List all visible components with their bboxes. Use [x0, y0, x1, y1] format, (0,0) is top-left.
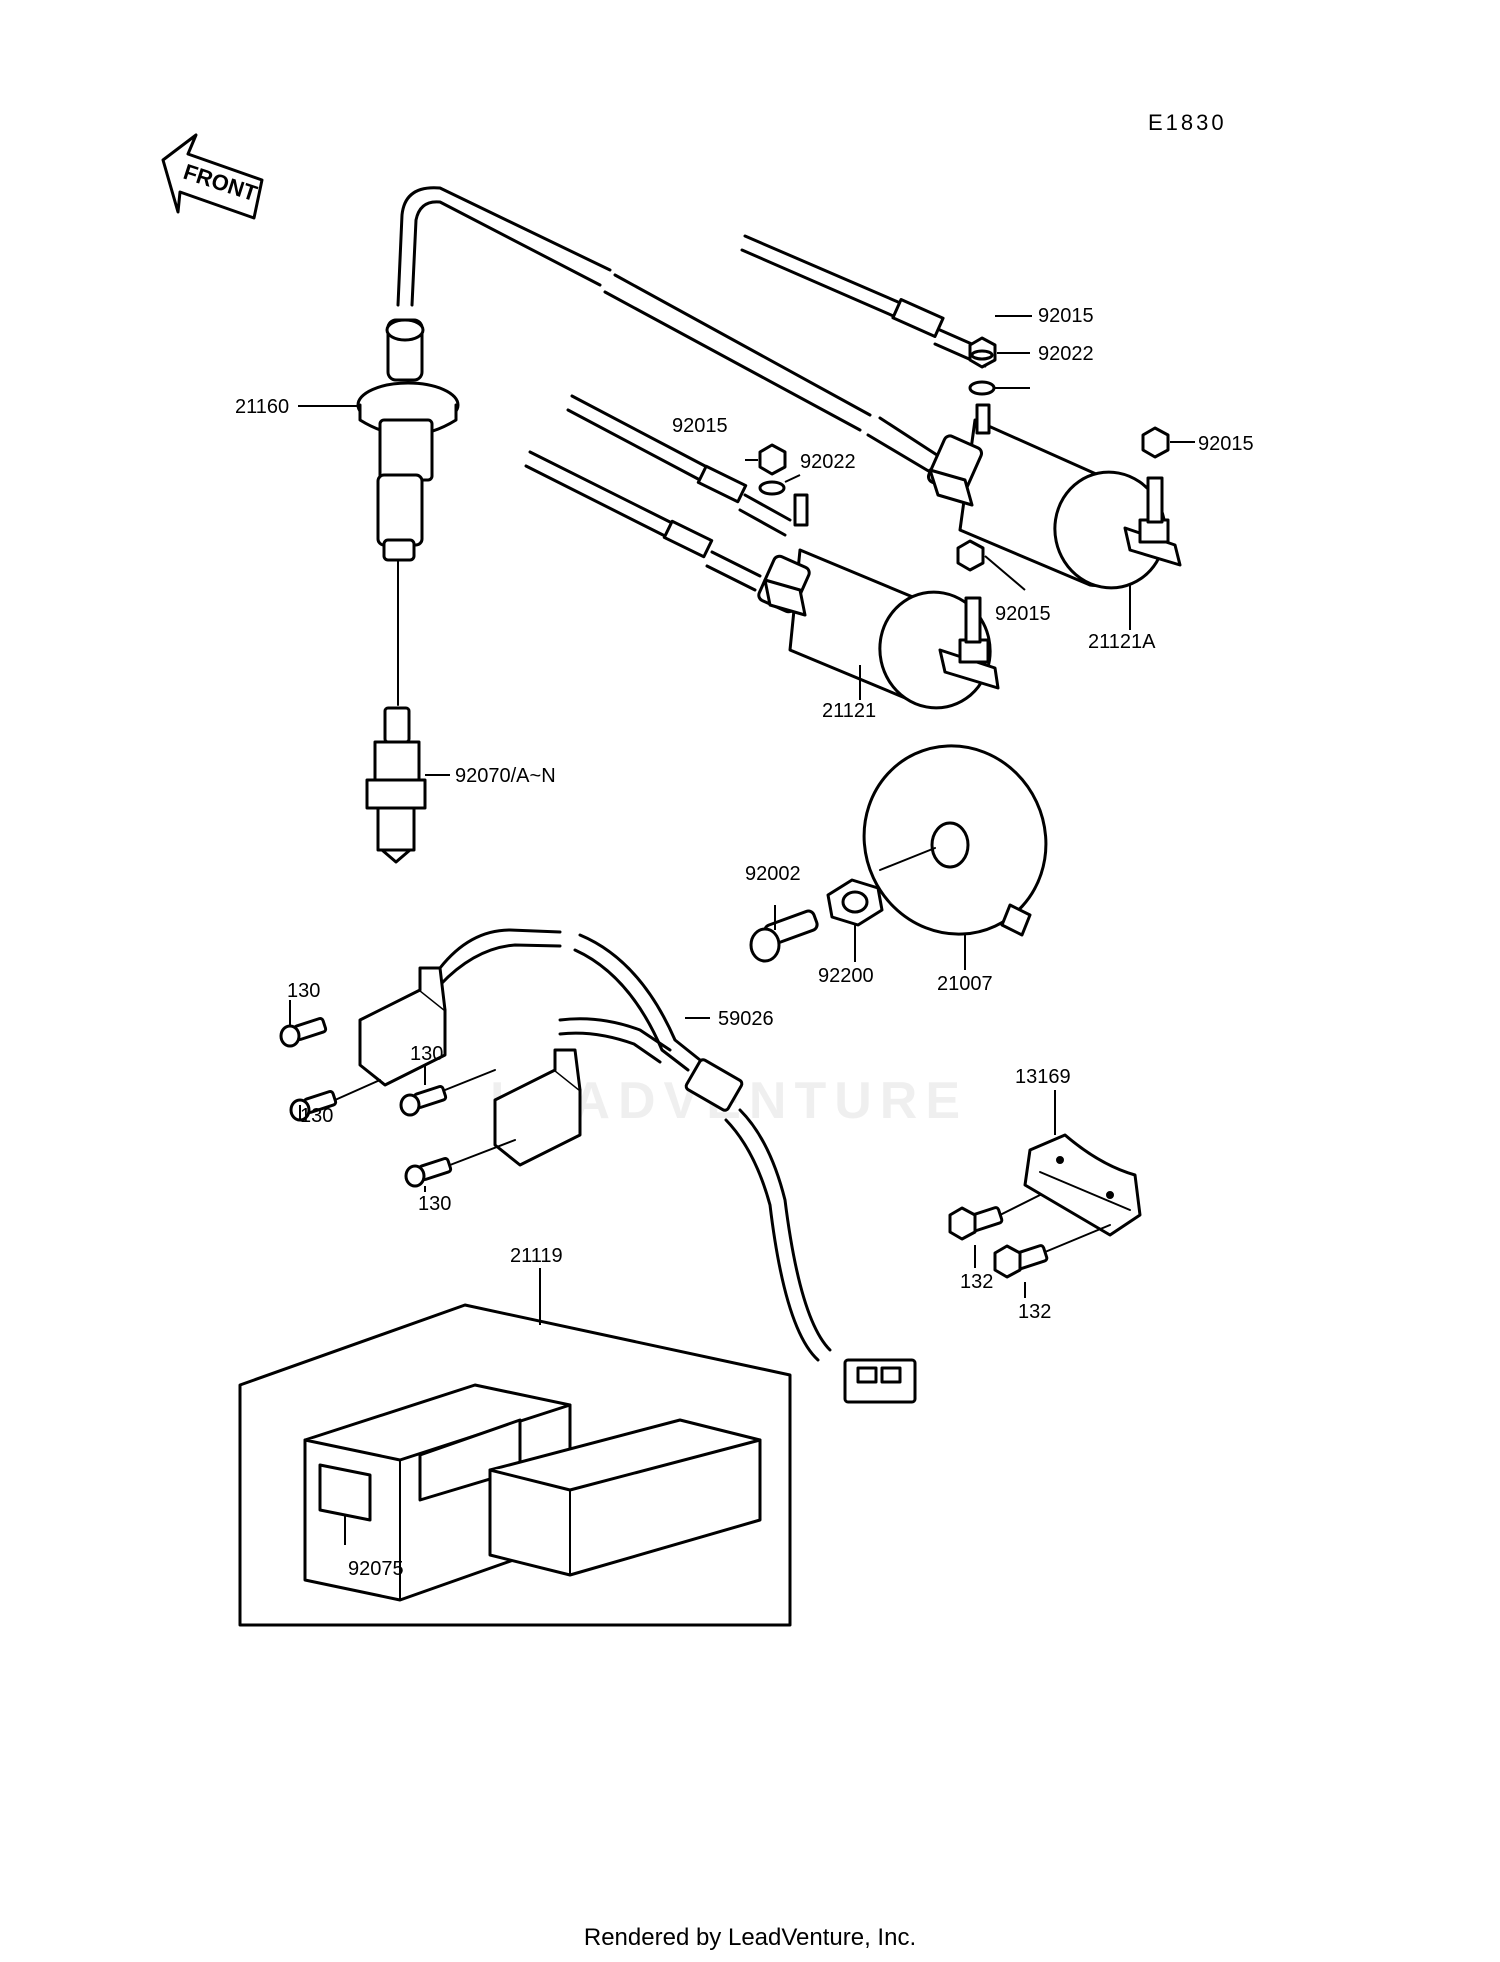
- label-92015-right: 92015: [1198, 433, 1254, 455]
- pickup-coil-harness: [279, 928, 917, 1404]
- label-92075: 92075: [348, 1558, 404, 1580]
- timing-rotor-assembly: [749, 744, 1048, 970]
- label-130-a: 130: [287, 980, 320, 1002]
- label-21121: 21121: [822, 700, 876, 722]
- label-92015-top: 92015: [1038, 305, 1094, 327]
- ignition-coil-21121a: [926, 418, 1182, 630]
- label-13169: 13169: [1015, 1066, 1071, 1088]
- high-tension-lead: [396, 186, 962, 487]
- label-92002: 92002: [745, 863, 801, 885]
- label-59026: 59026: [718, 1008, 774, 1030]
- coil-wires-lower: [524, 394, 792, 592]
- bracket-assembly: [948, 1090, 1142, 1298]
- label-21119: 21119: [510, 1245, 563, 1267]
- label-21121a: 21121A: [1088, 631, 1156, 653]
- coil-wires-upper: [740, 234, 992, 368]
- label-132-b: 132: [1018, 1301, 1051, 1323]
- label-92070: 92070/A~N: [455, 765, 556, 787]
- label-92200: 92200: [818, 965, 874, 987]
- label-21160: 21160: [235, 396, 289, 418]
- ignition-coil-21121: [757, 548, 1000, 710]
- label-21007: 21007: [937, 973, 993, 995]
- spark-plug-cap: [356, 318, 460, 706]
- front-arrow-icon: FRONT: [161, 133, 264, 220]
- label-130-c: 130: [410, 1043, 443, 1065]
- label-130-b: 130: [300, 1105, 333, 1127]
- label-130-d: 130: [418, 1193, 451, 1215]
- coil-hardware: [745, 336, 1195, 591]
- part-labels: 21160 92070/A~N 92015 92022 92015 92015 …: [235, 305, 1254, 1580]
- label-92015-left: 92015: [672, 415, 728, 437]
- label-132-a: 132: [960, 1271, 993, 1293]
- label-92022-left: 92022: [800, 451, 856, 473]
- label-92015-mid: 92015: [995, 603, 1051, 625]
- igniter-kit: [238, 1268, 792, 1627]
- footer-credit: Rendered by LeadVenture, Inc.: [583, 1924, 917, 1951]
- diagram-code: E1830: [1148, 110, 1227, 135]
- spark-plug: [365, 706, 427, 864]
- label-92022-top: 92022: [1038, 343, 1094, 365]
